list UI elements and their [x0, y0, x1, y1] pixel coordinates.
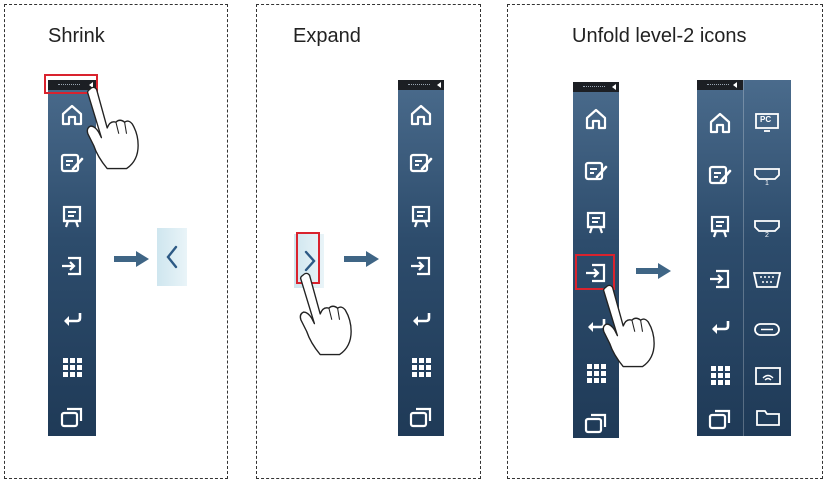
chevron-right-icon: [304, 250, 316, 272]
wireless-display-icon[interactable]: [754, 366, 782, 388]
back-icon[interactable]: [408, 306, 434, 332]
panel-title: Unfold level-2 icons: [572, 25, 747, 47]
note-edit-icon[interactable]: [707, 162, 733, 188]
right-arrow-icon: [636, 262, 672, 280]
home-icon[interactable]: [59, 102, 85, 128]
hdmi-1-icon[interactable]: 1: [752, 166, 782, 188]
whiteboard-icon[interactable]: [583, 210, 609, 236]
pc-label: PC: [760, 115, 772, 124]
panel-shrink: Shrink: [4, 4, 228, 479]
toolbar-expanded: PC 1 2: [697, 80, 791, 436]
home-icon[interactable]: [583, 106, 609, 132]
level2-column-divider: [743, 80, 744, 436]
toolbar-collapse-handle[interactable]: [48, 80, 96, 90]
toolbar-collapse-handle[interactable]: [573, 82, 619, 92]
note-edit-icon[interactable]: [59, 150, 85, 176]
windows-icon[interactable]: [408, 404, 434, 430]
chevron-left-icon: [166, 245, 178, 269]
vga-icon[interactable]: [752, 270, 782, 292]
note-edit-icon[interactable]: [408, 150, 434, 176]
highlight-collapse-handle: [44, 74, 98, 94]
windows-icon[interactable]: [583, 410, 609, 436]
panel-title: Shrink: [48, 25, 105, 47]
panel-unfold-level2: Unfold level-2 icons: [507, 4, 823, 479]
apps-grid-icon[interactable]: [59, 354, 85, 380]
back-icon[interactable]: [59, 306, 85, 332]
pointing-hand-icon: [600, 280, 658, 370]
home-icon[interactable]: [408, 102, 434, 128]
whiteboard-icon[interactable]: [408, 204, 434, 230]
collapsed-tab[interactable]: [157, 228, 187, 286]
toolbar-sidebar: [48, 80, 96, 436]
toolbar-sidebar: [573, 82, 619, 438]
right-arrow-icon: [114, 250, 150, 268]
whiteboard-icon[interactable]: [59, 204, 85, 230]
back-icon[interactable]: [707, 314, 733, 340]
right-arrow-icon: [344, 250, 380, 268]
input-source-icon[interactable]: [707, 266, 733, 292]
panel-expand: Expand: [256, 4, 481, 479]
usb-c-icon[interactable]: [752, 320, 782, 340]
home-icon[interactable]: [707, 110, 733, 136]
input-source-icon[interactable]: [59, 253, 85, 279]
toolbar-collapse-handle[interactable]: [398, 80, 444, 90]
windows-icon[interactable]: [707, 406, 733, 432]
hdmi-2-label: 2: [765, 232, 769, 239]
hdmi-1-label: 1: [765, 180, 769, 187]
toolbar-collapse-handle[interactable]: [697, 80, 743, 90]
windows-icon[interactable]: [59, 404, 85, 430]
hdmi-2-icon[interactable]: 2: [752, 218, 782, 240]
note-edit-icon[interactable]: [583, 158, 609, 184]
pc-icon[interactable]: PC: [754, 112, 782, 134]
input-source-icon[interactable]: [408, 253, 434, 279]
apps-grid-icon[interactable]: [408, 354, 434, 380]
apps-grid-icon[interactable]: [707, 362, 733, 388]
panel-title: Expand: [293, 25, 361, 47]
folder-icon[interactable]: [754, 406, 782, 428]
toolbar-sidebar: [398, 80, 444, 436]
highlight-input-source: [575, 254, 615, 290]
pointing-hand-icon: [84, 82, 142, 172]
pointing-hand-icon: [297, 268, 355, 358]
whiteboard-icon[interactable]: [707, 214, 733, 240]
